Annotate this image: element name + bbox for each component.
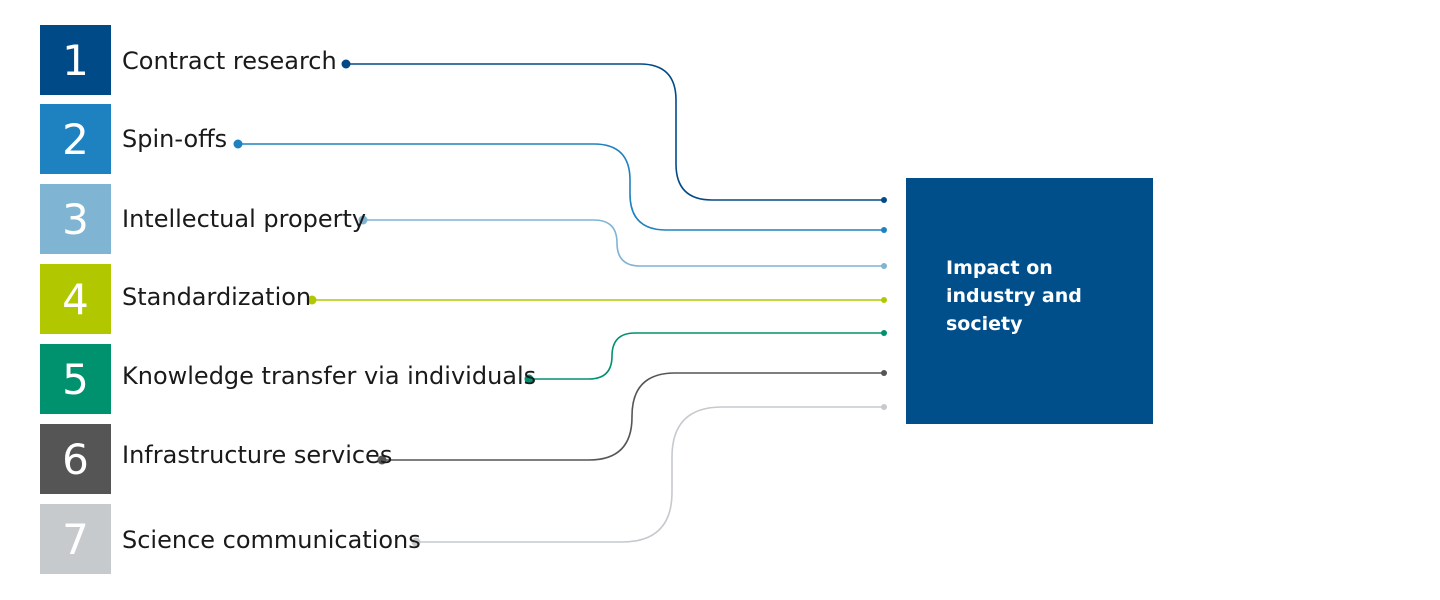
channel-6-label: Infrastructure services <box>122 441 392 469</box>
channel-3-box <box>40 184 111 254</box>
connector-5-end-dot <box>881 330 887 336</box>
connector-2-start-dot <box>233 139 243 149</box>
channel-1-box <box>40 25 111 95</box>
channel-5-number: 5 <box>62 355 89 404</box>
channel-5: 5 Knowledge transfer via individuals <box>40 344 536 414</box>
connector-3-start-dot <box>358 215 368 225</box>
channel-5-label: Knowledge transfer via individuals <box>122 362 536 390</box>
connector-6-end-dot <box>881 370 887 376</box>
connector-5-start-dot <box>524 374 534 384</box>
impact-target: Impact on industry and society <box>906 178 1153 424</box>
connector-3 <box>363 219 884 267</box>
connector-7-end-dot <box>881 404 887 410</box>
channel-6-number: 6 <box>62 435 89 484</box>
impact-target-line-3: society <box>946 313 1023 335</box>
impact-target-line-2: industry and <box>946 285 1082 307</box>
channel-2-label: Spin-offs <box>122 125 227 153</box>
channel-2: 2 Spin-offs <box>40 104 227 174</box>
channel-7: 7 Science communications <box>40 504 421 574</box>
connector-6-start-dot <box>377 455 387 465</box>
channel-7-label: Science communications <box>122 526 421 554</box>
connector-6 <box>382 372 884 461</box>
connector-7-start-dot <box>411 537 421 547</box>
connector-1-start-dot <box>341 59 351 69</box>
channel-1-number: 1 <box>62 36 89 85</box>
channel-6: 6 Infrastructure services <box>40 424 392 494</box>
connector-4-end-dot <box>881 297 887 303</box>
impact-target-box <box>906 178 1153 424</box>
connector-3-end-dot <box>881 263 887 269</box>
connector-5 <box>529 332 884 380</box>
channel-4: 4 Standardization <box>40 264 311 334</box>
channel-3-label: Intellectual property <box>122 205 366 233</box>
connectors <box>233 59 887 547</box>
channel-4-number: 4 <box>62 275 89 324</box>
channel-1-label: Contract research <box>122 47 337 75</box>
connector-1-end-dot <box>881 197 887 203</box>
connector-7 <box>416 406 884 543</box>
channel-1: 1 Contract research <box>40 25 337 95</box>
connector-2 <box>238 143 884 231</box>
channel-2-number: 2 <box>62 115 89 164</box>
connector-4-start-dot <box>307 295 317 305</box>
channel-3: 3 Intellectual property <box>40 184 366 254</box>
channel-7-number: 7 <box>62 515 89 564</box>
connector-1 <box>346 63 884 201</box>
connector-2-end-dot <box>881 227 887 233</box>
impact-target-line-1: Impact on <box>946 257 1053 279</box>
channel-6-box <box>40 424 111 494</box>
channel-5-box <box>40 344 111 414</box>
channel-7-box <box>40 504 111 574</box>
channel-4-box <box>40 264 111 334</box>
channel-2-box <box>40 104 111 174</box>
channel-4-label: Standardization <box>122 283 311 311</box>
channel-3-number: 3 <box>62 195 89 244</box>
